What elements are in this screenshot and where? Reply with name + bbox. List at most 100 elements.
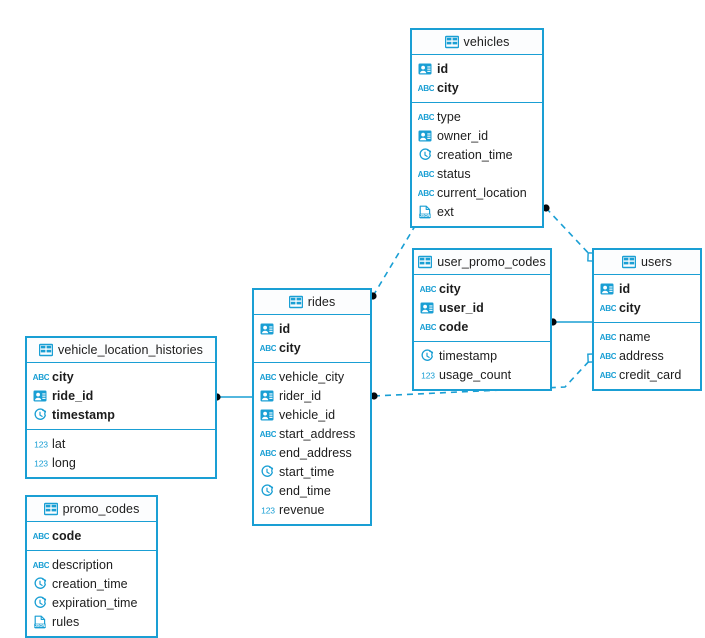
field-name: id [619, 281, 631, 296]
field-row[interactable]: JSON rules [27, 612, 156, 631]
field-row[interactable]: id [254, 319, 370, 338]
field-row[interactable]: timestamp [27, 405, 215, 424]
field-row[interactable]: owner_id [412, 126, 542, 145]
field-row[interactable]: timestamp [414, 346, 550, 365]
table-header[interactable]: rides [254, 290, 370, 315]
field-name: long [52, 455, 76, 470]
id-card-icon [418, 62, 432, 76]
field-row[interactable]: creation_time [27, 574, 156, 593]
columns-section: timestamp 123 usage_count [414, 342, 550, 389]
field-name: creation_time [437, 147, 513, 162]
clock-icon [418, 147, 432, 162]
table-name: vehicles [463, 35, 510, 49]
abc-text-icon: ABC [420, 320, 436, 334]
svg-text:ABC: ABC [260, 344, 276, 353]
table-name: vehicle_location_histories [57, 343, 204, 357]
field-row[interactable]: vehicle_id [254, 405, 370, 424]
table-name: promo_codes [62, 502, 140, 516]
relationship-edge-vehicles-users[interactable] [545, 207, 593, 258]
field-name: code [52, 528, 82, 543]
field-row[interactable]: 123 revenue [254, 500, 370, 519]
field-row[interactable]: 123 usage_count [414, 365, 550, 384]
svg-text:ABC: ABC [33, 373, 49, 382]
field-name: revenue [279, 502, 325, 517]
field-name: id [279, 321, 291, 336]
field-name: city [279, 340, 301, 355]
table-header[interactable]: promo_codes [27, 497, 156, 522]
field-name: user_id [439, 300, 484, 315]
field-row[interactable]: id [594, 279, 700, 298]
table-header[interactable]: vehicles [412, 30, 542, 55]
abc-text-icon: ABC [33, 558, 49, 572]
field-row[interactable]: id [412, 59, 542, 78]
table-header[interactable]: users [594, 250, 700, 275]
field-name: usage_count [439, 367, 512, 382]
id-card-icon [420, 301, 434, 315]
field-row[interactable]: user_id [414, 298, 550, 317]
table-header[interactable]: user_promo_codes [414, 250, 550, 275]
field-row[interactable]: end_time [254, 481, 370, 500]
field-row[interactable]: start_time [254, 462, 370, 481]
field-name: owner_id [437, 128, 489, 143]
table-name: rides [307, 295, 336, 309]
field-name: start_time [279, 464, 335, 479]
field-name: id [437, 61, 449, 76]
table-grid-icon [288, 295, 303, 309]
svg-text:ABC: ABC [420, 285, 436, 294]
field-row[interactable]: expiration_time [27, 593, 156, 612]
abc-text-icon: ABC [600, 368, 616, 382]
field-row[interactable]: ride_id [27, 386, 215, 405]
svg-text:JSON: JSON [35, 623, 46, 628]
123-number-icon: 123 [260, 503, 275, 517]
field-name: rules [52, 614, 80, 629]
table-grid-icon [43, 502, 58, 516]
field-name: rider_id [279, 388, 322, 403]
field-row[interactable]: rider_id [254, 386, 370, 405]
field-name: vehicle_city [279, 369, 345, 384]
field-name: city [52, 369, 74, 384]
field-name: city [439, 281, 461, 296]
svg-text:123: 123 [421, 370, 435, 380]
json-file-icon: JSON [33, 615, 47, 629]
abc-text-icon: ABC [260, 427, 276, 441]
field-name: address [619, 348, 664, 363]
field-row[interactable]: creation_time [412, 145, 542, 164]
table-header[interactable]: vehicle_location_histories [27, 338, 215, 363]
svg-text:ABC: ABC [600, 352, 616, 361]
svg-text:ABC: ABC [418, 84, 434, 93]
field-name: city [619, 300, 641, 315]
field-name: description [52, 557, 113, 572]
field-name: creation_time [52, 576, 128, 591]
svg-text:ABC: ABC [420, 323, 436, 332]
abc-text-icon: ABC [260, 446, 276, 460]
